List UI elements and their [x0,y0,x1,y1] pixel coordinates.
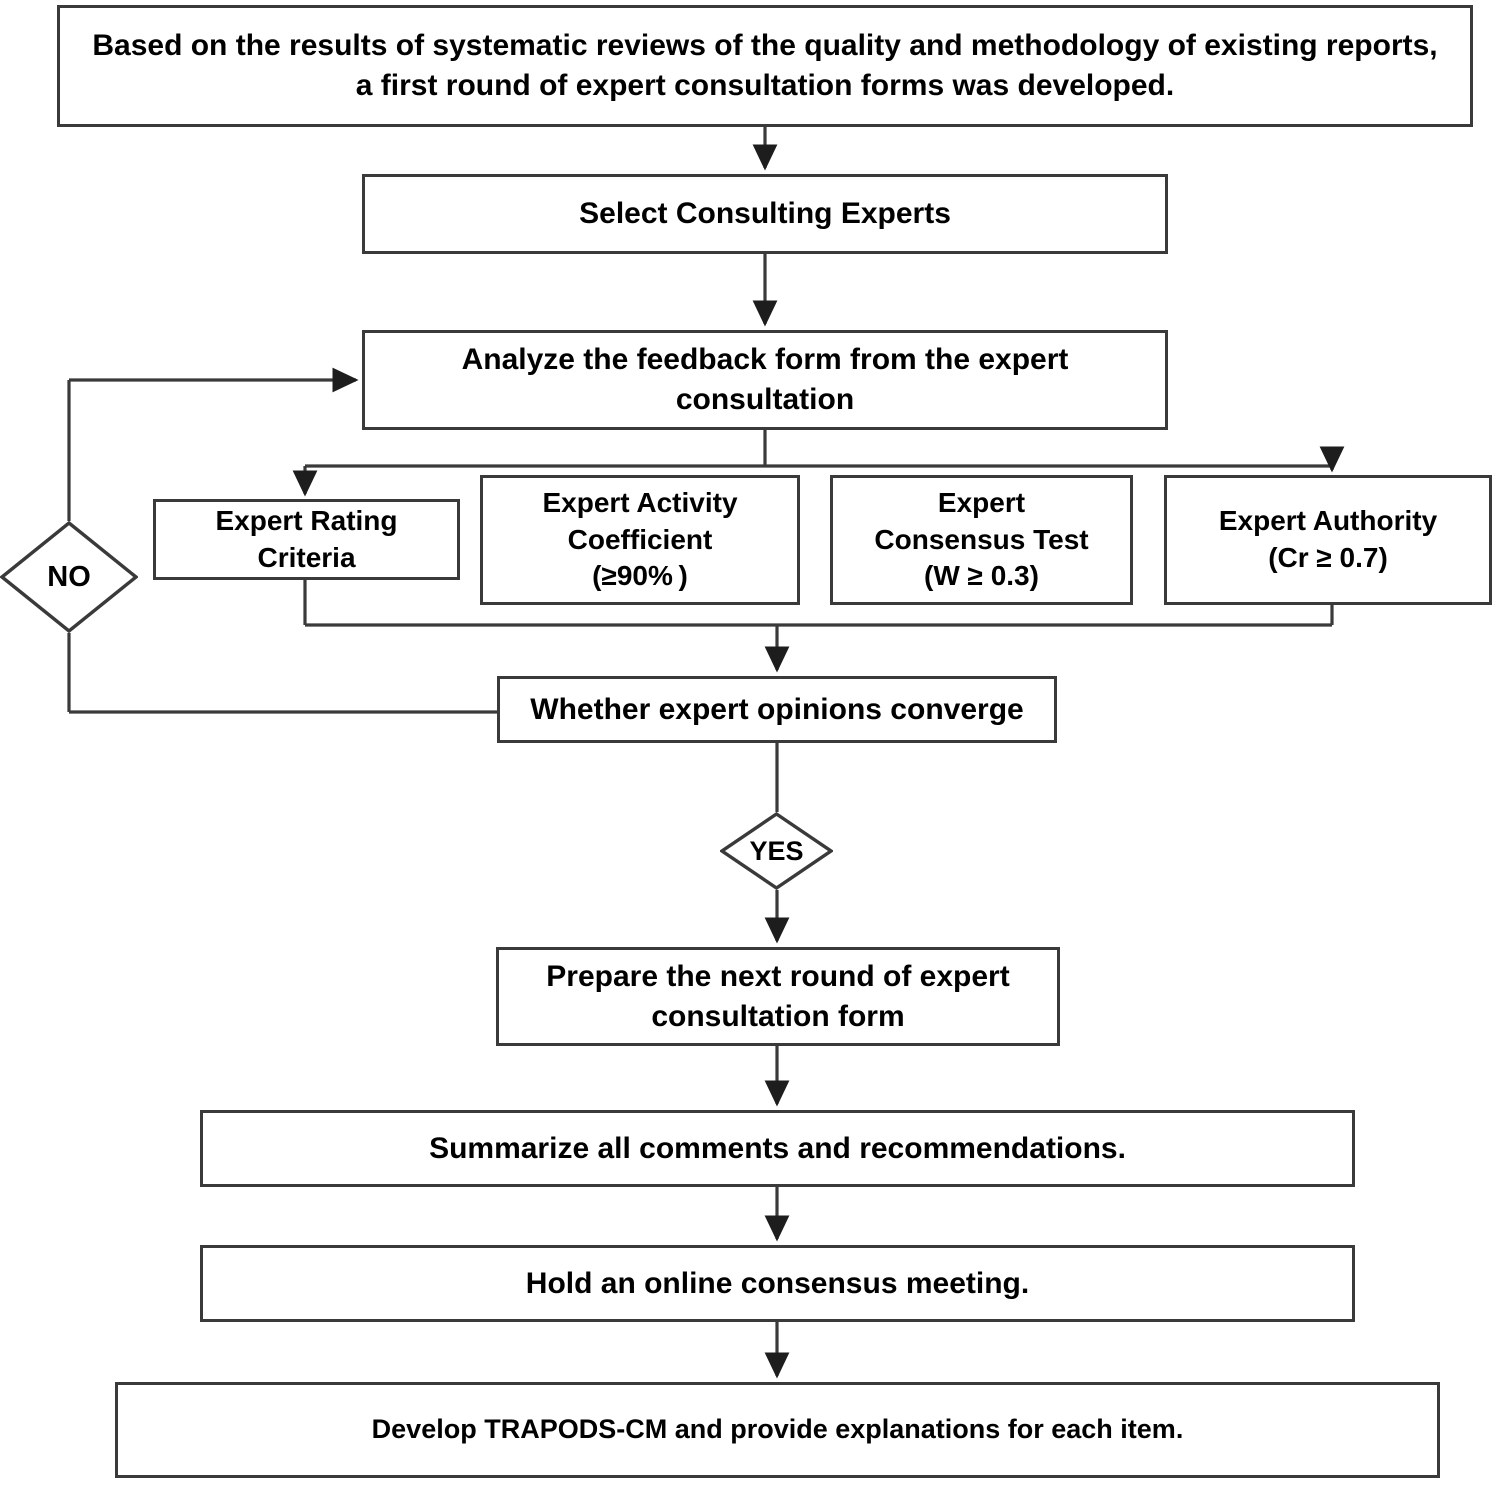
node-label: Hold an online consensus meeting. [525,1266,1030,1300]
node-label: Expert Consensus Test (W ≥ 0.3) [874,486,1089,592]
decision-no-label: NO [47,560,91,593]
node-label: Whether expert opinions converge [530,692,1024,726]
node-develop-trapods-cm: Develop TRAPODS-CM and provide explanati… [115,1382,1440,1478]
decision-yes-label: YES [749,835,804,866]
node-label: Analyze the feedback form from the exper… [461,343,1069,416]
node-summarize-comments: Summarize all comments and recommendatio… [200,1110,1355,1187]
node-expert-consensus-test: Expert Consensus Test (W ≥ 0.3) [830,475,1133,605]
node-label: Select Consulting Experts [579,197,951,231]
node-select-consulting-experts: Select Consulting Experts [362,174,1168,254]
node-expert-authority: Expert Authority (Cr ≥ 0.7) [1164,475,1492,605]
node-initial-form-development: Based on the results of systematic revie… [57,5,1473,127]
node-label: Develop TRAPODS-CM and provide explanati… [371,1414,1184,1445]
node-label: Summarize all comments and recommendatio… [429,1131,1126,1165]
node-label: Expert Authority (Cr ≥ 0.7) [1218,505,1438,573]
node-expert-rating-criteria: Expert Rating Criteria [153,499,460,580]
node-hold-online-consensus-meeting: Hold an online consensus meeting. [200,1245,1355,1322]
node-analyze-feedback-form: Analyze the feedback form from the exper… [362,330,1168,430]
node-label: Expert Rating Criteria [215,504,398,573]
node-label: Prepare the next round of expert consult… [546,959,1010,1033]
node-whether-expert-opinions-converge: Whether expert opinions converge [497,676,1057,743]
node-label: Expert Activity Coefficient (≥90% ) [542,486,738,592]
diamond-shape-icon [720,812,833,890]
decision-yes: YES [720,812,833,890]
diamond-shape-icon [0,521,138,633]
node-prepare-next-round: Prepare the next round of expert consult… [496,947,1060,1046]
node-label: Based on the results of systematic revie… [92,29,1438,102]
decision-no: NO [0,521,138,633]
node-expert-activity-coefficient: Expert Activity Coefficient (≥90% ) [480,475,800,605]
